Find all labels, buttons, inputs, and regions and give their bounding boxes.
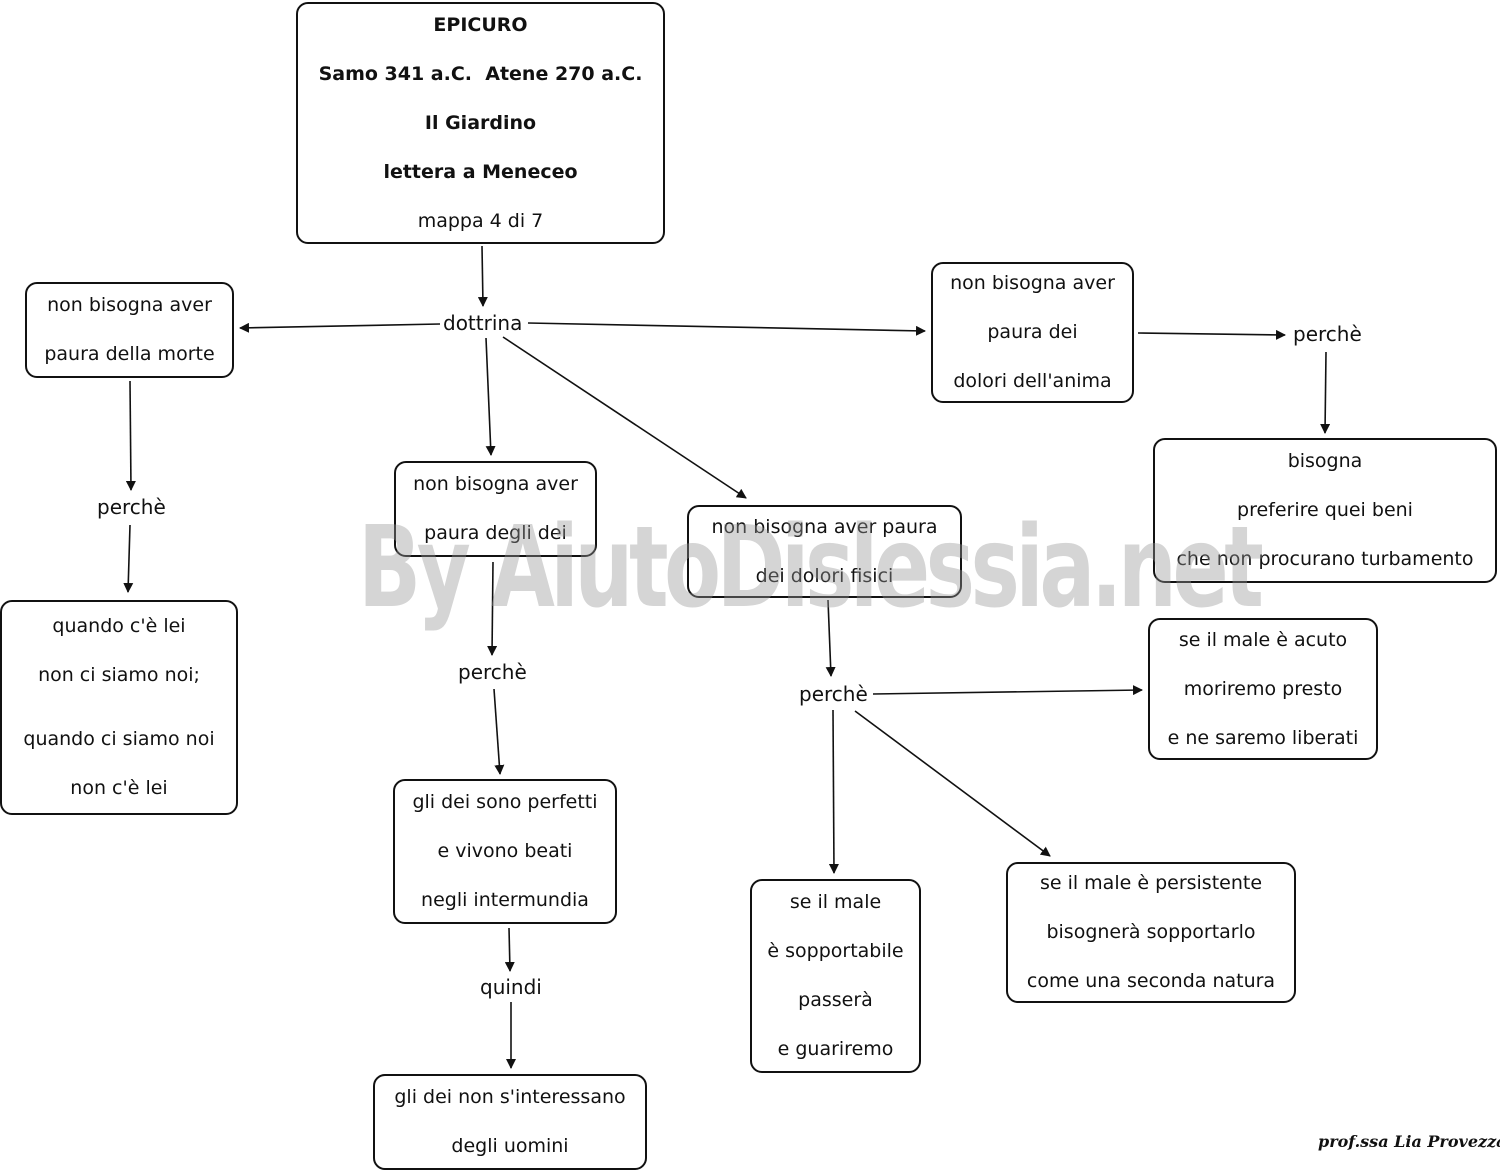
node-paura-morte: non bisogna aver paura della morte — [25, 282, 234, 378]
school-text: Il Giardino — [424, 111, 537, 134]
node-text: è sopportabile — [767, 940, 904, 962]
node-text: e ne saremo liberati — [1167, 726, 1359, 749]
node-dei-non-interessano: gli dei non s'interessano degli uomini — [373, 1074, 647, 1170]
dates-text: Samo 341 a.C. Atene 270 a.C. — [318, 62, 643, 85]
node-text: gli dei sono perfetti — [412, 791, 598, 813]
node-male-acuto: se il male è acuto moriremo presto e ne … — [1148, 618, 1378, 760]
node-text: paura dei — [987, 321, 1078, 343]
node-text: non bisogna aver — [413, 473, 578, 495]
node-text: paura degli dei — [424, 522, 567, 544]
link-dottrina: dottrina — [440, 310, 526, 336]
node-text: negli intermundia — [421, 889, 589, 911]
node-text: gli dei non s'interessano — [394, 1086, 626, 1108]
link-perche-morte: perchè — [94, 494, 169, 520]
node-text: e guariremo — [777, 1038, 894, 1060]
node-text: non bisogna aver — [47, 294, 212, 316]
node-text: se il male — [789, 891, 882, 913]
link-perche-dei: perchè — [455, 659, 530, 685]
title-node: EPICURO Samo 341 a.C. Atene 270 a.C. Il … — [296, 2, 665, 244]
node-text: non bisogna aver paura — [711, 515, 938, 538]
node-dolori-fisici: non bisogna aver paura dei dolori fisici — [687, 505, 962, 598]
letter-text: lettera a Meneceo — [383, 160, 578, 183]
node-text: moriremo presto — [1183, 677, 1343, 700]
node-text: come una seconda natura — [1026, 970, 1276, 992]
node-dei-perfetti: gli dei sono perfetti e vivono beati neg… — [393, 779, 617, 924]
node-paura-dei: non bisogna aver paura degli dei — [394, 461, 597, 557]
node-text: se il male è acuto — [1178, 628, 1348, 651]
link-quindi: quindi — [477, 974, 545, 1000]
node-dolori-anima: non bisogna aver paura dei dolori dell'a… — [931, 262, 1134, 403]
node-text: preferire quei beni — [1237, 499, 1413, 521]
link-perche-anima: perchè — [1290, 321, 1365, 347]
node-text: non ci siamo noi; — [38, 664, 200, 686]
node-text: dolori dell'anima — [953, 370, 1112, 392]
node-male-persistente: se il male è persistente bisognerà soppo… — [1006, 862, 1296, 1003]
node-male-sopportabile: se il male è sopportabile passerà e guar… — [750, 879, 921, 1073]
link-perche-fisici: perchè — [796, 681, 871, 707]
node-text: non c'è lei — [70, 777, 168, 799]
node-text: che non procurano turbamento — [1176, 548, 1474, 570]
node-text: bisogna — [1287, 450, 1363, 472]
node-text: quando c'è lei — [52, 615, 186, 637]
author-signature: prof.ssa Lia Provezza — [1318, 1132, 1500, 1151]
node-preferire-beni: bisogna preferire quei beni che non proc… — [1153, 438, 1497, 583]
node-text: non bisogna aver — [950, 272, 1115, 294]
node-text: e vivono beati — [437, 840, 573, 862]
node-quando-c-e-lei: quando c'è lei non ci siamo noi; quando … — [0, 600, 238, 815]
node-text: passerà — [798, 989, 873, 1011]
node-text: quando ci siamo noi — [23, 728, 215, 750]
node-text: paura della morte — [44, 343, 215, 365]
node-text: se il male è persistente — [1039, 872, 1263, 894]
node-text: bisognerà sopportarlo — [1046, 921, 1256, 943]
node-text: degli uomini — [451, 1135, 569, 1157]
node-text: dei dolori fisici — [755, 564, 894, 587]
map-number-text: mappa 4 di 7 — [417, 209, 544, 232]
title-text: EPICURO — [433, 13, 528, 36]
